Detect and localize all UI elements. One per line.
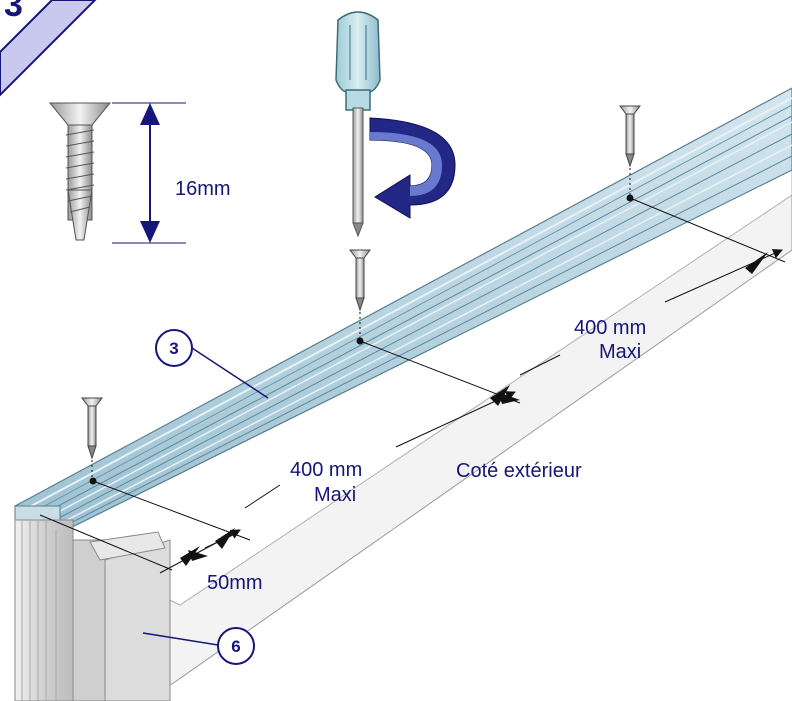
callout-rail-number: 3 [169, 339, 178, 358]
end-offset-label: 50mm [207, 572, 263, 594]
screw-middle [349, 249, 371, 340]
step-badge: 3 [0, 0, 97, 97]
spacing-top-value: 400 mm [574, 317, 646, 339]
rail-profile [14, 87, 792, 541]
screw-detail: 16mm [48, 102, 231, 244]
screw-top-right [619, 105, 641, 196]
spacing-bottom-qualifier: Maxi [314, 484, 356, 506]
extension-lines [39, 197, 786, 571]
dimension-arrowheads [180, 252, 768, 566]
spacing-top-qualifier: Maxi [599, 341, 641, 363]
step-number: 3 [4, 0, 23, 24]
screwdriver-icon [335, 11, 381, 238]
post-profile [14, 519, 171, 701]
callout-post: 6 [142, 627, 255, 665]
callout-rail: 3 [155, 329, 269, 399]
screw-left [81, 397, 103, 480]
spacing-bottom-value: 400 mm [290, 459, 362, 481]
callout-post-number: 6 [231, 637, 240, 656]
screw-length-label: 16mm [175, 178, 231, 200]
exterior-side-label: Coté extérieur [456, 460, 582, 482]
rotation-arrow-icon [369, 117, 456, 219]
